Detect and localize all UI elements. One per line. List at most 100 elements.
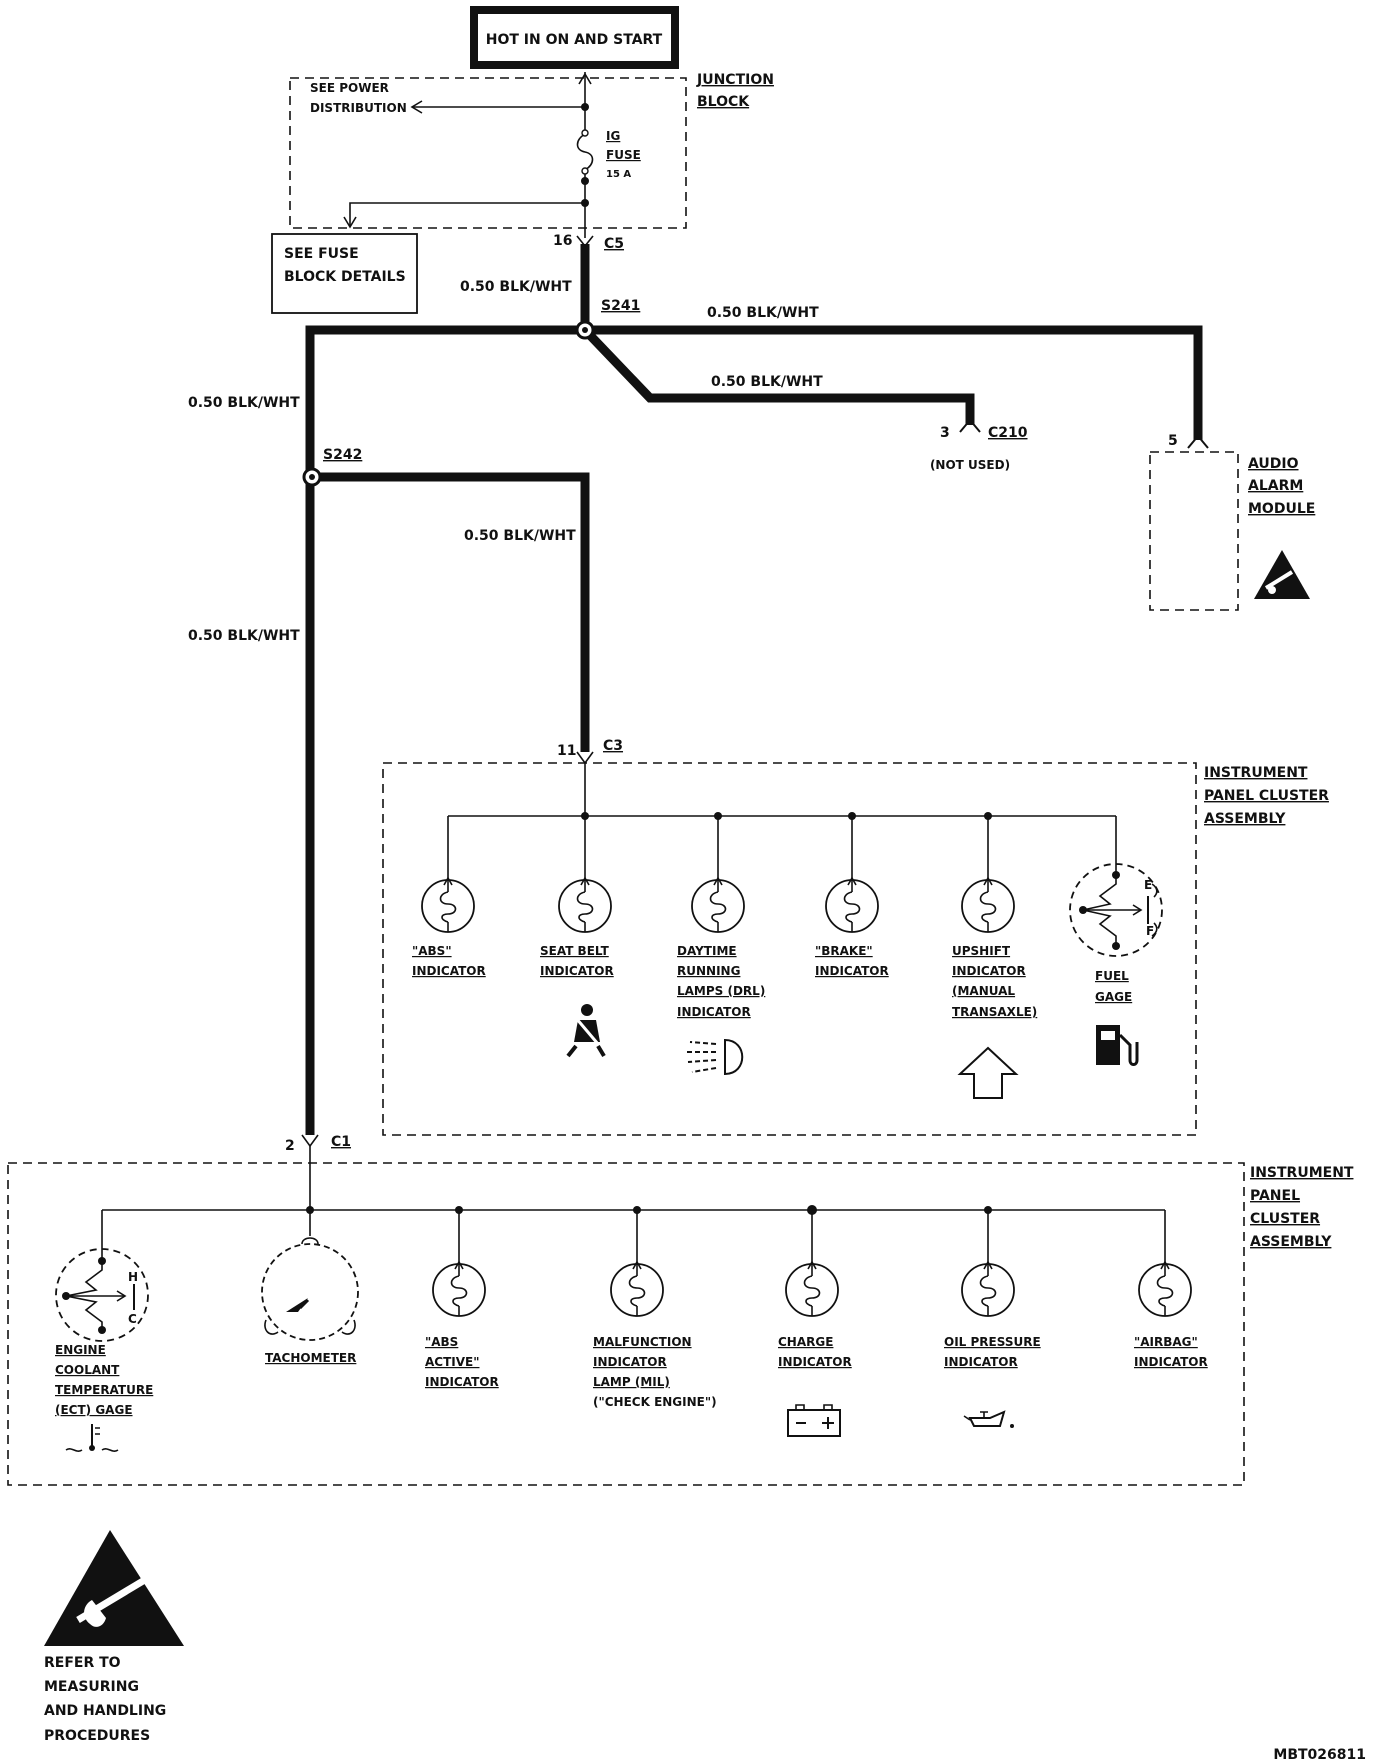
- audio-alarm-label-1: AUDIO: [1248, 456, 1299, 472]
- s242-label: S242: [323, 447, 362, 463]
- c3-name: C3: [603, 738, 623, 754]
- c1-pin: 2: [285, 1138, 295, 1154]
- battery-icon: [787, 1404, 841, 1437]
- mil-indicator-bulb: [610, 1261, 664, 1317]
- lower-cluster-title-1: INSTRUMENT: [1250, 1165, 1354, 1181]
- fuse-label: FUSE: [606, 148, 641, 162]
- svg-text:(MANUAL: (MANUAL: [952, 984, 1015, 998]
- seat-belt-indicator-label: SEAT BELT INDICATOR: [540, 944, 614, 978]
- fuel-gage-f: F: [1146, 924, 1154, 938]
- svg-text:INDICATOR: INDICATOR: [952, 964, 1026, 978]
- svg-text:TACHOMETER: TACHOMETER: [265, 1351, 356, 1365]
- wire-label-c5: 0.50 BLK/WHT: [460, 279, 572, 295]
- wire-label-c3: 0.50 BLK/WHT: [464, 528, 576, 544]
- fuse-block-details-box: [271, 233, 418, 314]
- svg-text:INDICATOR: INDICATOR: [593, 1355, 667, 1369]
- wire-label-c210: 0.50 BLK/WHT: [711, 374, 823, 390]
- esd-note-1: REFER TO: [44, 1655, 121, 1671]
- fuse-block-details-label-2: BLOCK DETAILS: [284, 269, 406, 285]
- fuse-block-details-label: SEE FUSE: [284, 246, 359, 262]
- power-source-box: [470, 6, 679, 69]
- oil-pressure-indicator-label: OIL PRESSURE INDICATOR: [944, 1335, 1041, 1369]
- airbag-indicator-label: "AIRBAG" INDICATOR: [1134, 1335, 1208, 1369]
- power-source-label: HOT IN ON AND START: [486, 32, 663, 48]
- svg-text:INDICATOR: INDICATOR: [677, 1005, 751, 1019]
- upper-cluster-box: [382, 762, 1197, 1136]
- svg-text:MALFUNCTION: MALFUNCTION: [593, 1335, 692, 1349]
- fuel-pump-icon: [1096, 1025, 1139, 1066]
- svg-text:INDICATOR: INDICATOR: [425, 1375, 499, 1389]
- fuse-label-ig: IG: [606, 129, 620, 143]
- c3-pin: 11: [557, 743, 576, 759]
- lower-cluster-title-3: CLUSTER: [1250, 1211, 1320, 1227]
- upshift-indicator-label: UPSHIFT INDICATOR (MANUAL TRANSAXLE): [952, 944, 1037, 1019]
- svg-text:INDICATOR: INDICATOR: [540, 964, 614, 978]
- airbag-indicator-bulb: [1138, 1261, 1192, 1317]
- svg-text:INDICATOR: INDICATOR: [1134, 1355, 1208, 1369]
- svg-text:OIL PRESSURE: OIL PRESSURE: [944, 1335, 1041, 1349]
- drl-indicator-label: DAYTIME RUNNING LAMPS (DRL) INDICATOR: [677, 944, 765, 1019]
- fuel-gage: E F: [1069, 863, 1163, 957]
- c210-note: (NOT USED): [930, 458, 1010, 472]
- svg-text:INDICATOR: INDICATOR: [944, 1355, 1018, 1369]
- junction-block-label-2: BLOCK: [697, 94, 750, 110]
- svg-text:("CHECK ENGINE"): ("CHECK ENGINE"): [593, 1395, 717, 1409]
- audio-pin: 5: [1168, 433, 1178, 449]
- charge-indicator-label: CHARGE INDICATOR: [778, 1335, 852, 1369]
- drl-indicator-bulb: [691, 877, 745, 933]
- oil-can-icon: [963, 1410, 1014, 1428]
- svg-text:INDICATOR: INDICATOR: [412, 964, 486, 978]
- c1-name: C1: [331, 1134, 351, 1150]
- svg-text:INDICATOR: INDICATOR: [815, 964, 889, 978]
- seat-belt-icon: [566, 1004, 606, 1058]
- figure-id: MBT026811: [1273, 1747, 1366, 1763]
- esd-note-2: MEASURING: [44, 1679, 139, 1695]
- oil-pressure-indicator-bulb: [961, 1261, 1015, 1317]
- svg-text:CHARGE: CHARGE: [778, 1335, 833, 1349]
- upper-cluster-title-1: INSTRUMENT: [1204, 765, 1308, 781]
- svg-text:RUNNING: RUNNING: [677, 964, 740, 978]
- lower-cluster-title-2: PANEL: [1250, 1188, 1300, 1204]
- headlamp-icon: [686, 1038, 744, 1076]
- svg-text:ACTIVE": ACTIVE": [425, 1355, 479, 1369]
- junction-block-label: JUNCTION: [696, 72, 774, 88]
- fuse-rating: 15 A: [606, 169, 631, 180]
- esd-warning-icon-small: [1254, 550, 1310, 599]
- upshift-arrow-icon: [957, 1046, 1019, 1099]
- audio-alarm-label-3: MODULE: [1248, 501, 1315, 517]
- power-distribution-label-2: DISTRIBUTION: [310, 101, 407, 115]
- esd-warning-icon: [44, 1530, 184, 1646]
- svg-text:FUEL: FUEL: [1095, 969, 1129, 983]
- abs-active-indicator-bulb: [432, 1261, 486, 1317]
- ect-gage-c: C: [128, 1312, 137, 1326]
- esd-note-3: AND HANDLING: [44, 1703, 166, 1719]
- fuel-gage-e: E: [1144, 878, 1152, 892]
- wire-label-left-lower: 0.50 BLK/WHT: [188, 628, 300, 644]
- wire-s242-c3: [310, 472, 590, 752]
- svg-text:SEAT BELT: SEAT BELT: [540, 944, 610, 958]
- ect-gage-h: H: [128, 1270, 138, 1284]
- c210-name: C210: [988, 425, 1028, 441]
- tachometer: [261, 1237, 359, 1341]
- coolant-temperature-icon: [65, 1424, 119, 1452]
- lower-cluster-box: [7, 1162, 1245, 1486]
- upper-cluster-title-2: PANEL CLUSTER: [1204, 788, 1329, 804]
- svg-text:ENGINE: ENGINE: [55, 1343, 106, 1357]
- brake-indicator-bulb: [825, 877, 879, 933]
- abs-indicator-bulb: [421, 877, 475, 933]
- svg-text:GAGE: GAGE: [1095, 990, 1132, 1004]
- audio-alarm-module-box: [1149, 451, 1239, 611]
- wire-label-left-upper: 0.50 BLK/WHT: [188, 395, 300, 411]
- svg-text:COOLANT: COOLANT: [55, 1363, 120, 1377]
- svg-text:TEMPERATURE: TEMPERATURE: [55, 1383, 153, 1397]
- lower-cluster-title-4: ASSEMBLY: [1250, 1234, 1332, 1250]
- charge-indicator-bulb: [785, 1261, 839, 1317]
- abs-active-indicator-label: "ABS ACTIVE" INDICATOR: [425, 1335, 499, 1389]
- svg-text:"AIRBAG": "AIRBAG": [1134, 1335, 1198, 1349]
- upshift-indicator-bulb: [961, 877, 1015, 933]
- wire-label-audio: 0.50 BLK/WHT: [707, 305, 819, 321]
- svg-text:"ABS": "ABS": [412, 944, 452, 958]
- svg-text:(ECT) GAGE: (ECT) GAGE: [55, 1403, 133, 1417]
